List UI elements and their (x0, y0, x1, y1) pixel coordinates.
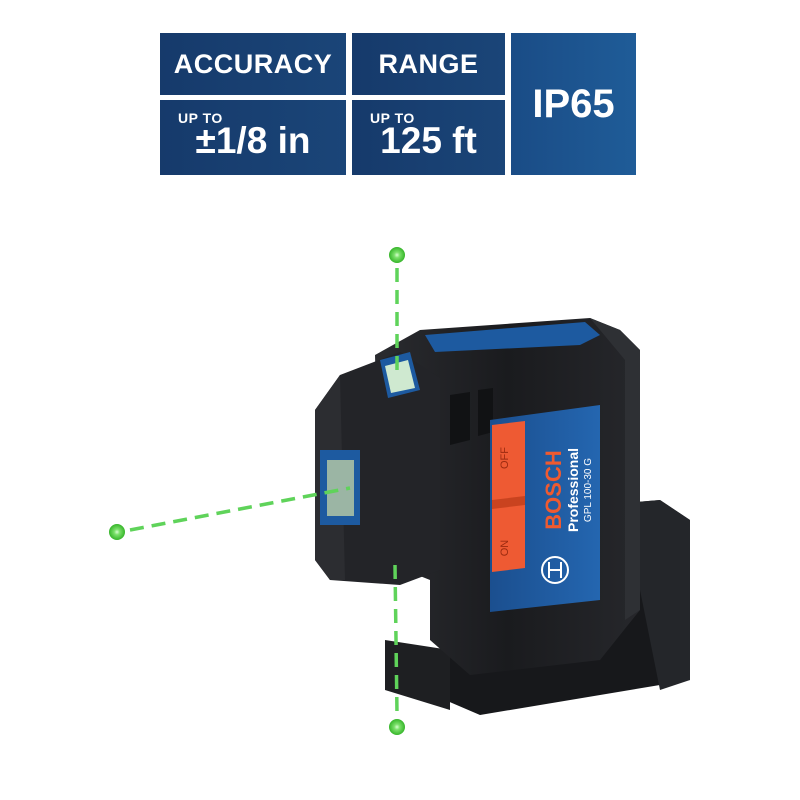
range-qualifier: UP TO (370, 110, 415, 126)
accuracy-header: ACCURACY (160, 33, 346, 95)
power-switch: OFF ON (492, 421, 525, 572)
accuracy-qualifier: UP TO (178, 110, 223, 126)
range-value-box: UP TO 125 ft (352, 100, 505, 175)
spec-panel: ACCURACY UP TO ±1/8 in RANGE UP TO 125 f… (160, 33, 636, 175)
accuracy-label: ACCURACY (173, 48, 333, 79)
laser-beam-left (129, 486, 351, 532)
laser-dot-top (389, 247, 405, 263)
laser-dot-left (109, 524, 125, 540)
accuracy-value-box: UP TO ±1/8 in (160, 100, 346, 175)
range-value: 125 ft (380, 120, 477, 161)
brand-panel: OFF ON BOSCH Professional GPL 100-30 G (490, 405, 600, 612)
ip-rating-box: IP65 (511, 33, 636, 175)
laser-beams (109, 247, 405, 735)
model-number-text: GPL 100-30 G (583, 458, 594, 522)
product-line-text: Professional (565, 448, 581, 532)
range-header: RANGE (352, 33, 505, 95)
brand-logo-text: BOSCH (541, 450, 566, 529)
accuracy-value: ±1/8 in (195, 120, 311, 161)
switch-on-label: ON (499, 540, 511, 557)
switch-off-label: OFF (499, 447, 511, 469)
laser-beam-down (393, 564, 399, 715)
bosch-armature-icon (541, 556, 569, 584)
ip-rating-label: IP65 (532, 81, 615, 126)
range-label: RANGE (378, 48, 479, 79)
laser-dot-bottom (389, 719, 405, 735)
